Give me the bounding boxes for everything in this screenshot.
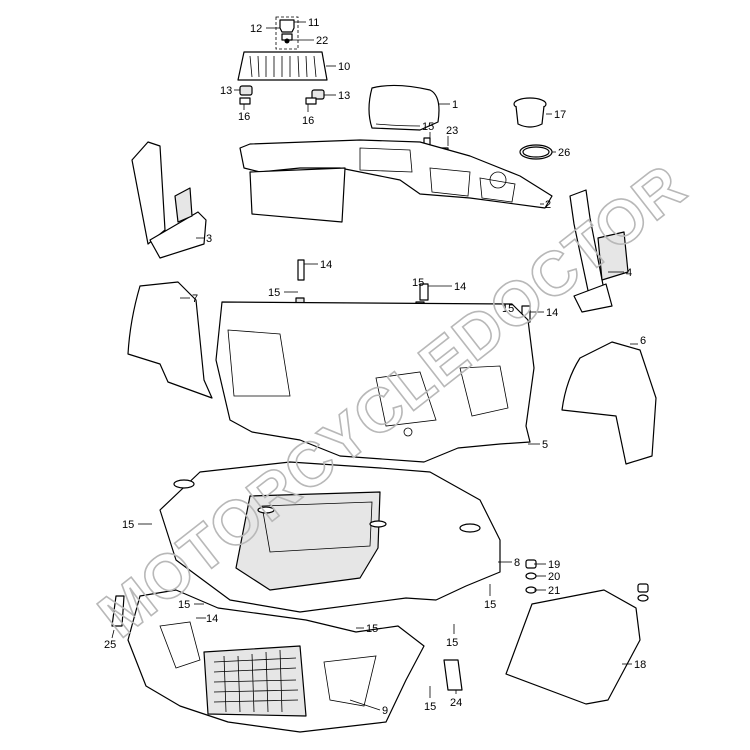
callout-18: 18 (634, 659, 646, 671)
callout-22: 22 (316, 35, 328, 47)
callout-13-left: 13 (220, 85, 232, 97)
callout-26: 26 (558, 147, 570, 159)
part-hood (159, 461, 501, 613)
part-left-side-panel (127, 281, 213, 399)
callout-15-h: 15 (484, 599, 496, 611)
callout-labels: 1 2 3 4 5 6 7 8 9 10 11 12 13 13 14 14 1… (104, 17, 646, 717)
leader-lines (111, 21, 638, 711)
callout-24: 24 (450, 697, 462, 709)
callout-23: 23 (446, 125, 458, 137)
part-left-bracket (131, 141, 207, 259)
callout-15-b: 15 (412, 277, 424, 289)
callout-15-f: 15 (366, 623, 378, 635)
callout-11: 11 (308, 17, 319, 29)
callout-15-e: 15 (178, 599, 190, 611)
callout-13-right: 13 (338, 90, 350, 102)
callout-6: 6 (640, 335, 646, 347)
callout-21: 21 (548, 585, 560, 597)
part-firewall-panel (215, 301, 535, 463)
callout-16-a: 16 (238, 111, 250, 123)
callout-25: 25 (104, 639, 116, 651)
callout-14-a: 14 (320, 259, 332, 271)
callout-10: 10 (338, 61, 350, 73)
callout-15-d: 15 (122, 519, 134, 531)
callout-14-d: 14 (206, 613, 218, 625)
callout-14-c: 14 (546, 307, 558, 319)
callout-1: 1 (452, 99, 458, 111)
callout-5: 5 (542, 439, 548, 451)
part-fasteners-right (525, 559, 649, 602)
part-right-side-panel (561, 341, 657, 465)
part-cup-holder (513, 97, 553, 160)
part-reflectors (111, 595, 463, 691)
callout-16-b: 16 (302, 115, 314, 127)
callout-17: 17 (554, 109, 566, 121)
part-lid (368, 84, 440, 131)
callout-20: 20 (548, 571, 560, 583)
callout-15-a: 15 (268, 287, 280, 299)
callout-8: 8 (514, 557, 520, 569)
callout-4: 4 (626, 267, 632, 279)
callout-15-i: 15 (424, 701, 436, 713)
part-dashboard (239, 139, 553, 223)
callout-19: 19 (548, 559, 560, 571)
callout-15-j: 15 (422, 121, 434, 133)
part-clips (239, 85, 325, 105)
part-front-bumper (127, 589, 425, 733)
part-cap-assembly (275, 16, 299, 50)
callout-3: 3 (206, 233, 212, 245)
callout-14-b: 14 (454, 281, 466, 293)
callout-15-c: 15 (502, 303, 514, 315)
part-right-bracket (569, 189, 629, 313)
callout-12: 12 (250, 23, 262, 35)
callout-15-g: 15 (446, 637, 458, 649)
part-vent-grille (237, 51, 328, 81)
callout-9: 9 (382, 705, 388, 717)
callout-2: 2 (545, 199, 551, 211)
callout-7: 7 (192, 293, 198, 305)
part-floor-plate (505, 589, 641, 705)
